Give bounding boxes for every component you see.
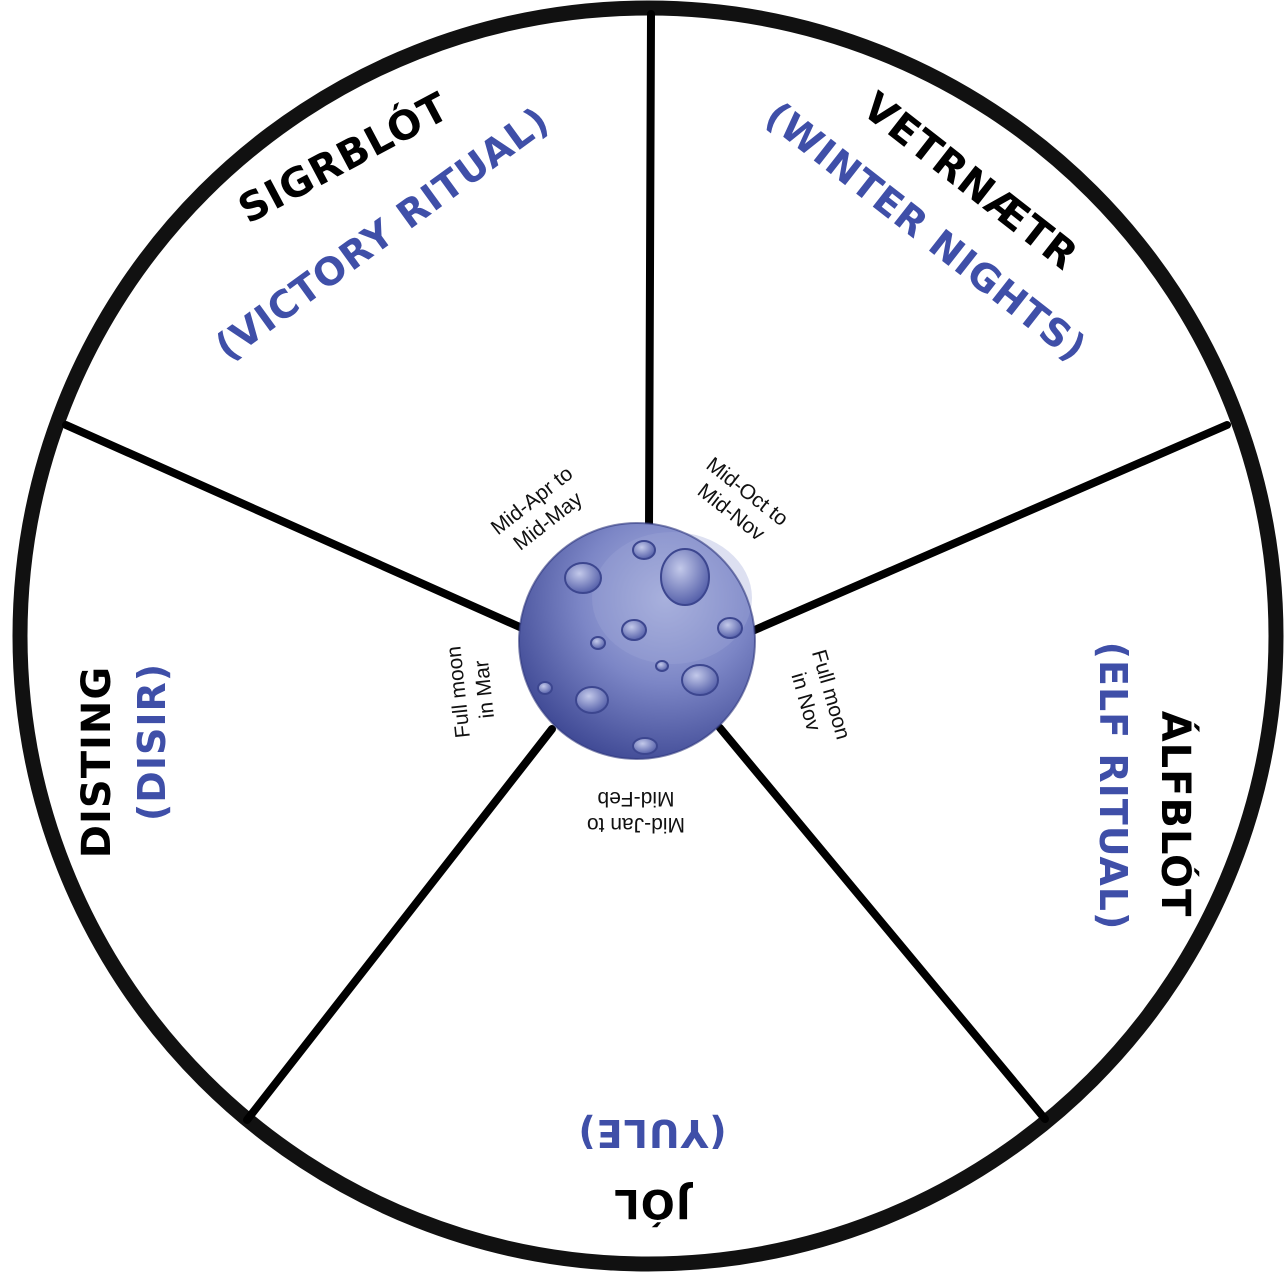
spoke-top	[645, 10, 655, 532]
festival-dates-line2: Mid-Feb	[597, 787, 674, 810]
spoke-lower-right	[716, 724, 1049, 1123]
festival-name: JÓL	[613, 1180, 693, 1228]
festival-translation: (YULE)	[577, 1111, 726, 1155]
spoke-right	[746, 421, 1231, 636]
festival-name: DISTING	[74, 666, 120, 858]
festival-translation: (DISIR)	[130, 663, 174, 821]
festival-alfblot: ÁLFBLÓT (ELF RITUAL) Full moon in Nov	[786, 642, 1200, 931]
spokes	[62, 10, 1231, 1124]
spoke-left	[62, 421, 526, 632]
moon-icon	[518, 522, 756, 760]
festival-jol: JÓL (YULE) Mid-Jan to Mid-Feb	[577, 787, 726, 1228]
spoke-lower-left	[243, 725, 556, 1124]
festival-translation: (ELF RITUAL)	[1091, 642, 1135, 931]
festival-dates-line1: Mid-Jan to	[587, 813, 685, 836]
festival-name: ÁLFBLÓT	[1152, 711, 1200, 918]
